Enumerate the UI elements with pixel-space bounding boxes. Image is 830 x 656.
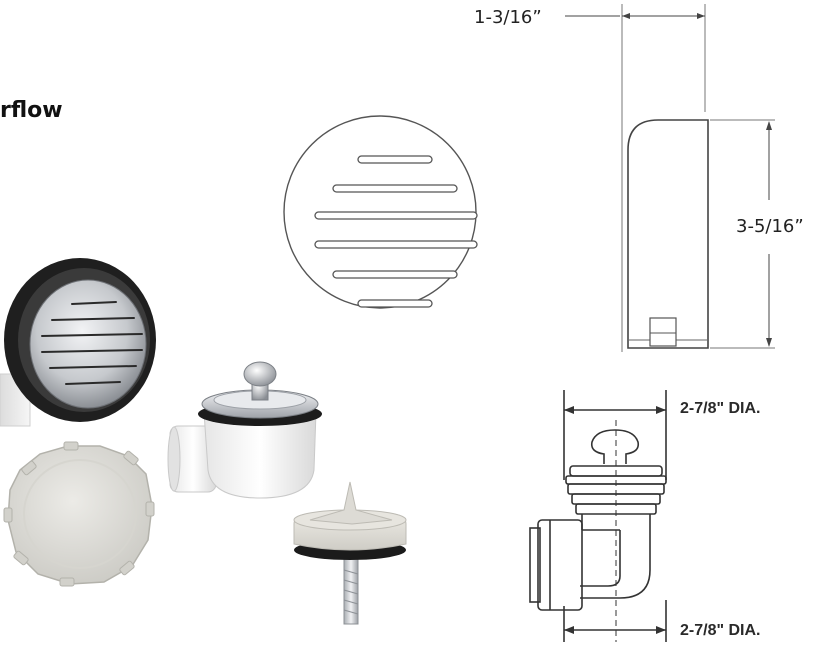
drain-bottom-diameter-label: 2-7/8" DIA.: [680, 622, 761, 639]
overflow-slot: [51, 317, 135, 321]
white-test-cap-photo: [3, 441, 155, 587]
overflow-slot: [65, 381, 121, 385]
overflow-slot: [49, 365, 137, 369]
faceplate-slot: [314, 211, 478, 220]
chrome-overflow-photo: [0, 258, 156, 427]
cover-height-label: 3-5/16”: [736, 216, 804, 237]
overflow-slot: [71, 301, 117, 305]
faceplate-slot: [314, 240, 478, 249]
faceplate-slot: [332, 270, 458, 279]
overflow-slot: [41, 349, 143, 353]
overflow-slot: [41, 333, 143, 337]
faceplate-slot: [357, 155, 433, 164]
lift-and-turn-drain-photo: [167, 361, 322, 499]
faceplate-slot: [357, 299, 433, 308]
test-plug-photo: [293, 481, 407, 625]
drain-top-diameter-label: 2-7/8" DIA.: [680, 400, 761, 417]
overflow-faceplate-drawing: [283, 115, 478, 309]
drain-shoe-schematic: [529, 390, 667, 642]
faceplate-slot: [332, 184, 458, 193]
page-title: rflow: [0, 98, 63, 123]
overflow-cover-side-drawing: [565, 4, 775, 352]
cover-depth-label: 1-3/16”: [474, 7, 542, 28]
